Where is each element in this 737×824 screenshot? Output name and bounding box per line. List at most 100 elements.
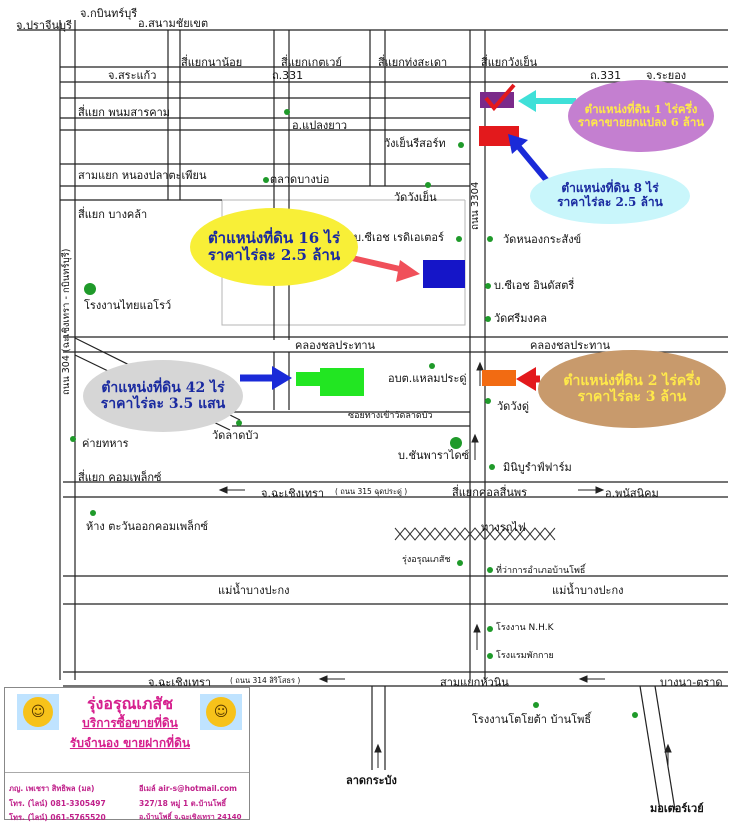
- label-jct-kolsaen: สี่แยกคอลสี่นพร: [452, 486, 528, 499]
- marker-complex-mall: [90, 510, 96, 516]
- marker-miniature: [489, 464, 495, 470]
- plot-green-small[interactable]: [296, 372, 320, 386]
- label-jct-bangkla: สี่แยก บางคล้า: [78, 208, 148, 221]
- label-nhk: โรงงาน N.H.K: [496, 623, 554, 633]
- callout-plot-1-5-rai[interactable]: ตำแหน่งที่ดิน 1 ไร่ครึ่ง ราคาขายยกแปลง 6…: [568, 80, 714, 152]
- marker-khai-thahan: [70, 436, 76, 442]
- label-plaengyao: อ.แปลงยาว: [292, 119, 348, 132]
- marker-chanpa: [450, 437, 462, 449]
- marker-thai-airo: [84, 283, 96, 295]
- sun-icon: ☺: [23, 697, 53, 727]
- label-road331-a: ถ.331: [272, 69, 304, 82]
- label-kabinburi: จ.กบินทร์บุรี: [80, 7, 138, 20]
- label-toyota: โรงงานโตโยต้า บ้านโพธิ์: [472, 713, 592, 726]
- callout-2-line2: ราคาไร่ละ 2.5 ล้าน: [557, 195, 663, 209]
- info-service1: บริการซื้อขายที่ดิน: [82, 716, 178, 730]
- callout-plot-8-rai[interactable]: ตำแหน่งที่ดิน 8 ไร่ ราคาไร่ละ 2.5 ล้าน: [530, 168, 690, 224]
- label-road314: ( ถนน 314 สิริโสธร ): [230, 676, 301, 685]
- label-motorway: มอเตอร์เวย์: [650, 802, 704, 815]
- marker-banpho-office: [487, 567, 493, 573]
- callout-3-line1: ตำแหน่งที่ดิน 16 ไร่: [207, 228, 341, 247]
- label-road304: ถนน 304 (ฉะเชิงเทรา - กบินทร์บุรี): [61, 248, 72, 395]
- plot-orange[interactable]: [482, 370, 516, 386]
- label-jct-wangyen: สี่แยกวังเย็น: [481, 56, 538, 69]
- arrow-red-upper: [351, 255, 405, 273]
- marker-talad-bangbo: [263, 177, 269, 183]
- label-chanpa: บ.ชันพาราไดซ์: [398, 449, 470, 462]
- label-phanat: อ.พนัสนิคม: [605, 487, 659, 500]
- label-road315: ( ถนน 315 ฉุดประดู่ ): [335, 487, 408, 496]
- label-road3304: ถนน 3304: [470, 181, 481, 230]
- contact-info-box: ☺ ☺ รุ่งอรุณเภสัช บริการซื้อขายที่ดิน รั…: [4, 687, 250, 822]
- label-miniature: มินิบูรำฟ์ฟาร์ม: [503, 461, 572, 474]
- callout-2-line1: ตำแหน่งที่ดิน 8 ไร่: [561, 181, 659, 196]
- sun-icon: ☺: [206, 697, 236, 727]
- label-prachinburi: จ.ปราจีนบุรี: [16, 19, 72, 32]
- label-jct-nanoi: สี่แยกนาน้อย: [181, 56, 243, 69]
- plot-red[interactable]: [479, 126, 519, 146]
- label-jct-phanom: สี่แยก พนมสารคาม: [78, 106, 171, 119]
- callout-5-line1: ตำแหน่งที่ดิน 2 ไร่ครึ่ง: [563, 372, 701, 389]
- callout-plot-2-5-rai[interactable]: ตำแหน่งที่ดิน 2 ไร่ครึ่ง ราคาไร่ละ 3 ล้า…: [538, 350, 726, 428]
- label-pakkai: โรงแรมพักกาย: [496, 651, 554, 661]
- label-talad-bangbo: ตลาดบางบ่อ: [270, 173, 330, 186]
- info-phone2: โทร. (ไลน์) 061-5765520: [9, 813, 106, 822]
- callout-5-line2: ราคาไร่ละ 3 ล้าน: [577, 389, 687, 405]
- label-canal-a: คลองชลประทาน: [295, 339, 376, 352]
- marker-wangyen-resort: [458, 142, 464, 148]
- info-pharmacist: ภญ. เพเชรา สิทธิพล (มล): [9, 784, 95, 793]
- label-obt-klaem: อบต.แหลมประดู่: [388, 372, 467, 385]
- callout-4-line2: ราคาไร่ละ 3.5 แสน: [100, 396, 226, 412]
- marker-nhk: [487, 626, 493, 632]
- marker-obt-klaem: [429, 363, 435, 369]
- sun-icon-right-bg: ☺: [200, 694, 242, 730]
- label-road331-b: ถ.331: [590, 69, 622, 82]
- label-cp-redior: บ.ซีเอช เรดิเอเตอร์: [354, 231, 444, 244]
- info-title: รุ่งอรุณเภสัช: [86, 694, 174, 713]
- info-phone1: โทร. (ไลน์) 081-3305497: [9, 799, 106, 808]
- label-wat-wangdu: วัดวังดู่: [497, 400, 530, 413]
- marker-wat-latbua: [236, 420, 242, 426]
- label-wangyen-resort: วังเย็นรีสอร์ท: [384, 137, 446, 150]
- label-river-b: แม่น้ำบางปะกง: [552, 584, 624, 597]
- label-jct-complex: สี่แยก คอมเพล็กซ์: [78, 471, 162, 484]
- label-complex-mall: ห้าง ตะวันออกคอมเพล็กซ์: [86, 520, 209, 533]
- check-mark-icon: [484, 83, 516, 112]
- label-sanamchaiket: อ.สนามชัยเขต: [138, 17, 209, 30]
- label-wat-wangyen: วัดวังเย็น: [394, 191, 437, 204]
- info-email: อีเมล์ air-s@hotmail.com: [139, 784, 237, 793]
- label-thai-airo: โรงงานไทยแอโรว์: [84, 299, 172, 312]
- label-soi-watlatbua: ซอยทางเข้าวัดลาดบัว: [348, 411, 433, 421]
- marker-toyota: [533, 702, 539, 708]
- label-wat-nongkrasang: วัดหนองกระสังข์: [503, 233, 582, 246]
- plot-blue[interactable]: [423, 260, 465, 288]
- marker-plaengyao: [284, 109, 290, 115]
- label-rayong: จ.ระยอง: [646, 69, 687, 82]
- label-river-a: แม่น้ำบางปะกง: [218, 584, 290, 597]
- callout-3-line2: ราคาไร่ละ 2.5 ล้าน: [207, 246, 341, 264]
- marker-rung-orun: [457, 560, 463, 566]
- marker-wat-wangyen: [425, 182, 431, 188]
- label-sakaeo: จ.สระแก้ว: [108, 69, 157, 82]
- label-wat-srimongkol: วัดศรีมงคล: [494, 312, 547, 325]
- info-address2: อ.บ้านโพธิ์ จ.ฉะเชิงเทรา 24140: [139, 813, 242, 821]
- label-jct-nongpla: สามแยก หนองปลาตะเพียน: [78, 169, 207, 182]
- label-rung-orun: รุ่งอรุณเภสัช: [402, 555, 451, 565]
- callout-plot-16-rai[interactable]: ตำแหน่งที่ดิน 16 ไร่ ราคาไร่ละ 2.5 ล้าน: [190, 208, 358, 286]
- marker-pakkai: [487, 653, 493, 659]
- plot-green-large[interactable]: [320, 368, 364, 396]
- label-banpho-office: ที่ว่าการอำเภอบ้านโพธิ์: [496, 566, 586, 576]
- marker-wat-srimongkol: [485, 316, 491, 322]
- label-jct-huanin: สามแยกหัวนิน: [440, 676, 509, 689]
- sun-icon-left-bg: ☺: [17, 694, 59, 730]
- label-khai-thahan: ค่ายทหาร: [82, 437, 129, 450]
- label-canal-b: คลองชลประทาน: [530, 339, 611, 352]
- callout-plot-42-rai[interactable]: ตำแหน่งที่ดิน 42 ไร่ ราคาไร่ละ 3.5 แสน: [83, 360, 243, 432]
- label-wat-latbua: วัดลาดบัว: [212, 429, 259, 442]
- label-railway: ทางรถไฟ: [481, 521, 526, 534]
- arrow-blue-upper: [515, 144, 551, 184]
- label-cp-industry: บ.ซีเอช อินดัสตรี่: [494, 279, 575, 292]
- label-latkrabang: ลาดกระบัง: [346, 774, 397, 787]
- marker-motorway-area: [632, 712, 638, 718]
